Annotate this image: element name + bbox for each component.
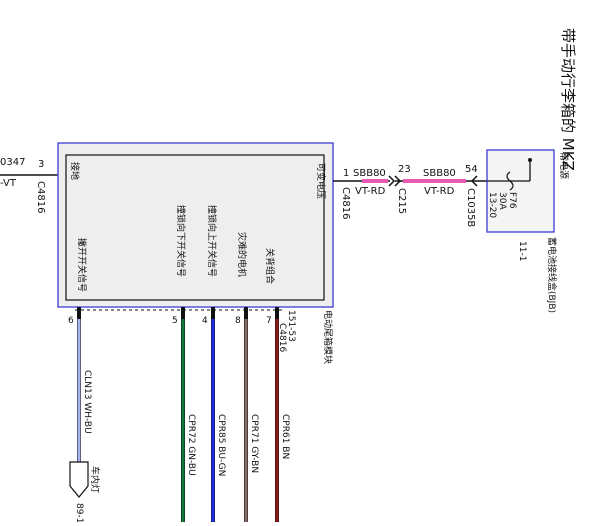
power-wire2-code: SBB80	[423, 168, 456, 179]
module-name: 电动尾箱模块	[322, 310, 334, 364]
module-pin-release-up: 撞锁向上开关信号	[206, 205, 218, 277]
module-pin-signal-top: 关背组合	[264, 248, 276, 284]
fuse-label-box: 蓄电池接线盒(BJB)	[546, 237, 558, 313]
fuse-ref: 11-1	[517, 241, 527, 261]
left-wire-pin: 3	[38, 159, 44, 170]
module-pin-release-down: 撞锁向下开关信号	[175, 205, 187, 277]
power-wire1-code: SBB80	[353, 168, 386, 179]
power-connector-mid: C215	[396, 188, 407, 214]
bottom-wire-pin: 5	[172, 316, 178, 326]
fuse-pages: 13-20	[487, 192, 497, 218]
terminal-arrow	[69, 461, 89, 498]
bottom-wire-label: CLN13 WH-BU	[82, 370, 92, 434]
module-pin-motor: 灾难的电机	[236, 232, 248, 277]
bottom-wire-label: CPR85 BU-GN	[216, 414, 226, 476]
bottom-wire-label: CPR72 GN-BU	[186, 414, 196, 476]
fuse-box	[486, 149, 555, 233]
c1035b-connector-symbol	[470, 175, 478, 187]
c215-connector-symbol	[388, 175, 396, 187]
power-wire1-color: VT-RD	[355, 186, 386, 197]
bottom-wire-pin: 4	[202, 316, 208, 326]
power-wire2-color: VT-RD	[424, 186, 455, 197]
module-ref: 151-53	[286, 310, 296, 342]
power-pin-fuse: 54	[465, 164, 478, 175]
power-connector-module: C4816	[340, 187, 351, 219]
power-connector-fuse: C1035B	[465, 188, 476, 227]
fuse-rating: 30A	[497, 192, 507, 210]
bottom-wire-pin: 8	[235, 316, 241, 326]
terminal-ref: 89-1	[74, 503, 84, 522]
diagram-title: 带手动行李箱的 MKZ	[559, 28, 577, 171]
fuse-id: F76	[507, 192, 517, 209]
power-pin-mid: 23	[398, 164, 411, 175]
bottom-wire-label: CPR71 GY-BN	[249, 414, 259, 473]
fuse-node	[528, 158, 532, 162]
c215-connector-symbol-2	[394, 175, 402, 187]
bottom-connector-label: C4816	[277, 323, 287, 352]
terminal-label: 车内灯	[89, 466, 101, 493]
bottom-wire-pin: 6	[68, 316, 74, 326]
module-inner	[65, 154, 325, 301]
bottom-wire-pin: 7	[266, 316, 272, 326]
left-wire-code: 0347	[0, 157, 25, 168]
module-pin-power: 可变电压	[315, 163, 327, 199]
left-wire-connector: C4816	[35, 181, 46, 213]
module-pin-latch-signal: 撇开开关信号	[76, 238, 88, 292]
left-wire-color: -VT	[0, 178, 17, 189]
fuse-label-top: 常电源	[558, 152, 570, 179]
fuse-symbol	[506, 171, 514, 191]
bottom-wire-label: CPR61 BN	[280, 414, 290, 459]
module-pin-ground: 接地	[69, 162, 81, 180]
power-pin-in: 1	[343, 168, 349, 179]
